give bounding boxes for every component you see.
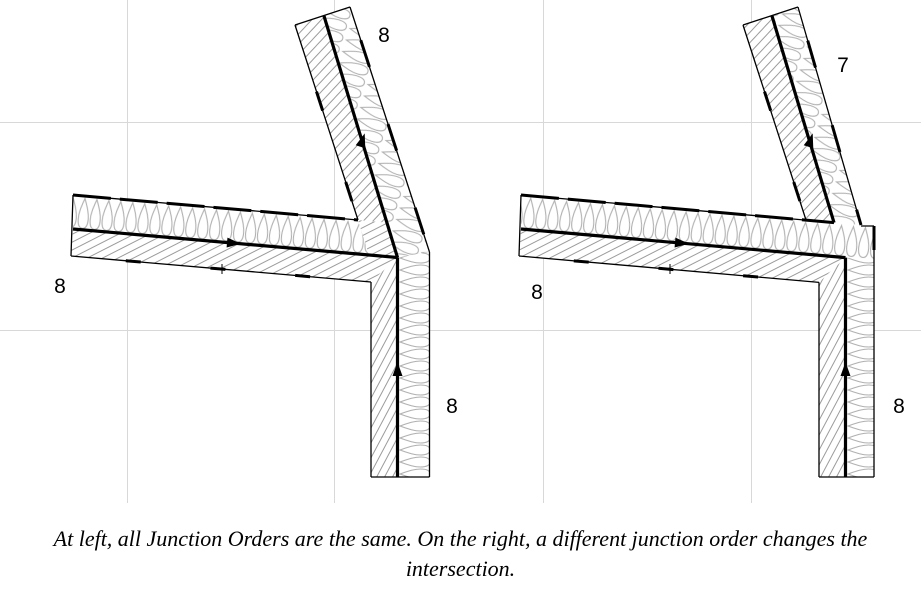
- left-vertical-wall-structure-layer: [371, 257, 398, 477]
- left-diagonal-wall-right-edge: [348, 6, 431, 253]
- right-vertical-direction-arrow-icon: [840, 362, 851, 376]
- left-vertical-junction-order-label: 8: [446, 395, 458, 418]
- left-horizontal-wall-insulation-layer: [73, 195, 369, 255]
- left-diagonal-junction-order-label: 8: [378, 24, 390, 47]
- right-diagonal-wall-centerline: [770, 15, 836, 224]
- right-diagram: 8 7 8: [518, 6, 905, 478]
- right-diagonal-wall-structure-layer: [743, 16, 834, 223]
- plan-view-drawing: 8 8 8: [0, 0, 921, 503]
- right-diagonal-wall-right-edge: [796, 6, 863, 226]
- right-horizontal-junction-order-label: 8: [531, 281, 543, 304]
- right-diagonal-direction-arrow-icon: [803, 133, 814, 149]
- left-horizontal-junction-order-label: 8: [54, 275, 66, 298]
- right-horizontal-wall-top-edge: [520, 193, 835, 225]
- figure-caption-line-1: At left, all Junction Orders are the sam…: [53, 526, 868, 551]
- left-horizontal-wall-structure-layer: [71, 229, 398, 282]
- left-horizontal-direction-arrow-icon: [226, 237, 241, 248]
- right-horizontal-wall-insulation-layer: [521, 195, 874, 260]
- right-diagonal-wall-left-edge: [741, 24, 808, 221]
- left-horizontal-wall-top-edge: [72, 193, 359, 222]
- right-vertical-wall-structure-layer: [819, 257, 846, 477]
- right-vertical-wall-insulation-layer: [845, 257, 874, 477]
- left-diagonal-direction-arrow-icon: [355, 133, 366, 149]
- right-horizontal-wall-bottom-edge: [518, 254, 820, 284]
- left-diagonal-wall-centerline: [322, 15, 400, 258]
- left-diagonal-wall-insulation-layer: [324, 7, 430, 258]
- left-horizontal-wall-bottom-edge: [70, 254, 372, 284]
- figure-caption-line-2: intersection.: [405, 556, 516, 581]
- figure-caption: At left, all Junction Orders are the sam…: [0, 524, 921, 584]
- left-diagonal-wall-left-edge: [293, 24, 360, 221]
- left-vertical-direction-arrow-icon: [392, 362, 403, 376]
- left-diagram: 8 8 8: [54, 6, 458, 478]
- right-vertical-junction-order-label: 8: [893, 395, 905, 418]
- left-diagonal-wall-structure-layer: [295, 16, 387, 223]
- right-horizontal-direction-arrow-icon: [674, 237, 689, 248]
- right-horizontal-wall-structure-layer: [519, 229, 846, 283]
- right-diagonal-wall-insulation-layer: [772, 7, 861, 225]
- left-vertical-wall-insulation-layer: [397, 252, 430, 477]
- right-diagonal-junction-order-label: 7: [837, 54, 849, 77]
